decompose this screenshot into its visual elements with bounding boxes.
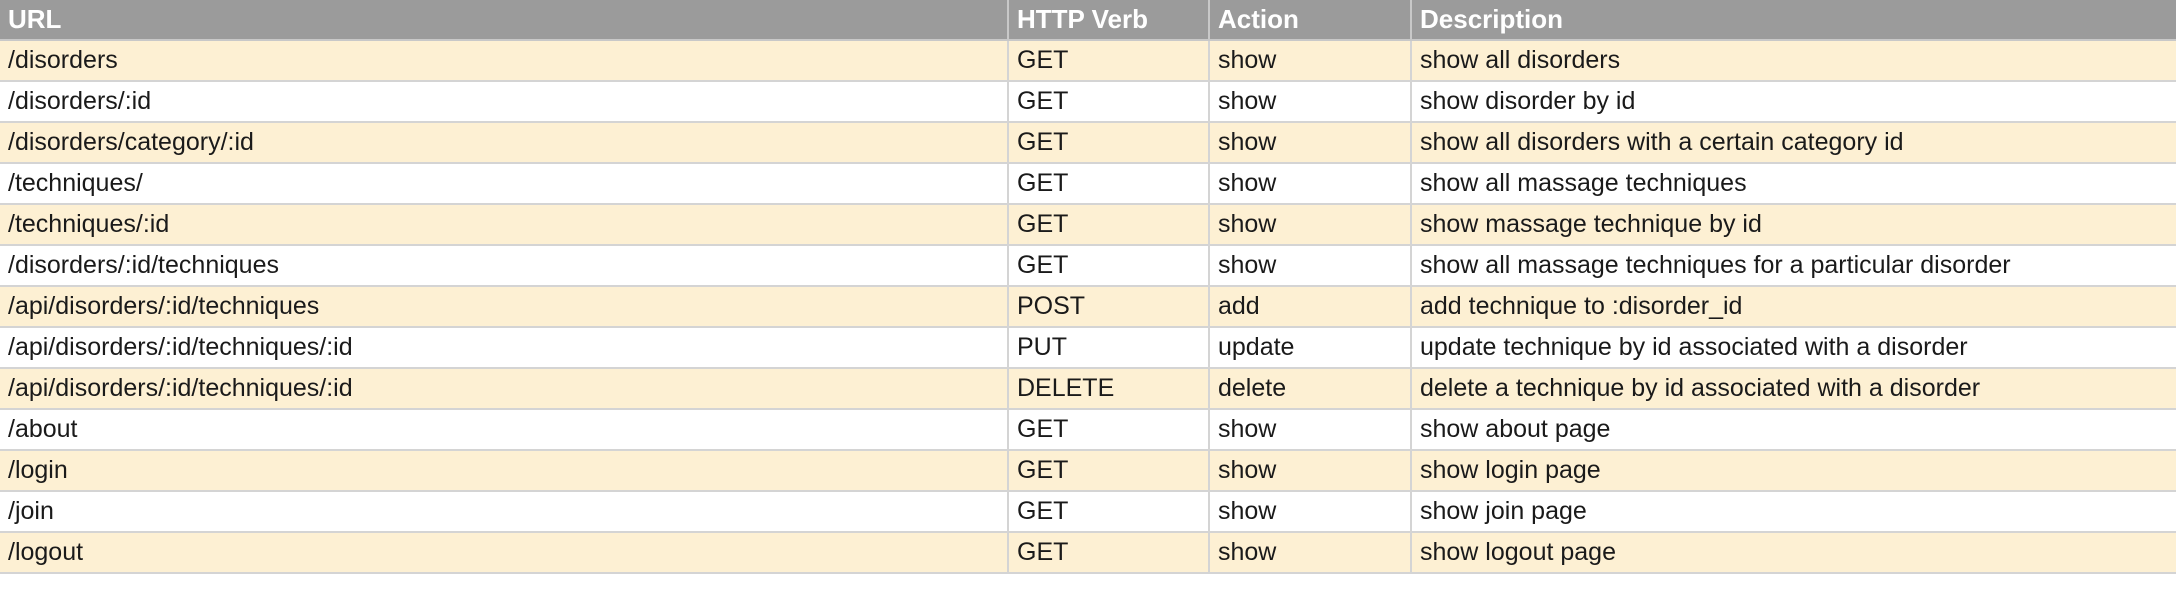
cell-url[interactable]: /disorders [0,40,1009,82]
column-header-action[interactable]: Action [1209,0,1412,41]
cell-action[interactable]: add [1209,286,1412,328]
cell-url[interactable]: /api/disorders/:id/techniques [0,286,1009,328]
table-row: /api/disorders/:id/techniques POST add a… [0,286,2176,328]
cell-action[interactable]: show [1209,40,1412,82]
cell-http-verb[interactable]: GET [1008,40,1210,82]
cell-description[interactable]: show all massage techniques for a partic… [1411,245,2176,287]
table-row: /api/disorders/:id/techniques/:id DELETE… [0,368,2176,410]
cell-http-verb[interactable]: GET [1008,204,1210,246]
cell-action[interactable]: show [1209,491,1412,533]
cell-http-verb[interactable]: POST [1008,286,1210,328]
cell-description[interactable]: show login page [1411,450,2176,492]
cell-description[interactable]: show massage technique by id [1411,204,2176,246]
cell-action[interactable]: show [1209,163,1412,205]
cell-http-verb[interactable]: GET [1008,81,1210,123]
cell-action[interactable]: show [1209,122,1412,164]
table-row: /disorders GET show show all disorders [0,40,2176,82]
cell-description[interactable]: show join page [1411,491,2176,533]
column-header-url[interactable]: URL [0,0,1009,41]
table-row: /disorders/category/:id GET show show al… [0,122,2176,164]
cell-url[interactable]: /about [0,409,1009,451]
cell-action[interactable]: delete [1209,368,1412,410]
table-row: /api/disorders/:id/techniques/:id PUT up… [0,327,2176,369]
cell-action[interactable]: show [1209,532,1412,574]
cell-url[interactable]: /disorders/:id [0,81,1009,123]
cell-url[interactable]: /logout [0,532,1009,574]
cell-url[interactable]: /disorders/category/:id [0,122,1009,164]
table-row: /about GET show show about page [0,409,2176,451]
table-row: /join GET show show join page [0,491,2176,533]
cell-http-verb[interactable]: GET [1008,491,1210,533]
cell-description[interactable]: show all disorders with a certain catego… [1411,122,2176,164]
cell-action[interactable]: show [1209,81,1412,123]
routes-table: URL HTTP Verb Action Description /disord… [0,0,2176,574]
cell-description[interactable]: show about page [1411,409,2176,451]
cell-url[interactable]: /techniques/:id [0,204,1009,246]
cell-url[interactable]: /login [0,450,1009,492]
cell-description[interactable]: show logout page [1411,532,2176,574]
table-body: /disorders GET show show all disorders /… [0,40,2176,574]
cell-action[interactable]: show [1209,450,1412,492]
cell-http-verb[interactable]: GET [1008,163,1210,205]
cell-http-verb[interactable]: PUT [1008,327,1210,369]
cell-http-verb[interactable]: DELETE [1008,368,1210,410]
cell-action[interactable]: show [1209,204,1412,246]
cell-http-verb[interactable]: GET [1008,532,1210,574]
cell-description[interactable]: show disorder by id [1411,81,2176,123]
table-row: /logout GET show show logout page [0,532,2176,574]
cell-description[interactable]: show all massage techniques [1411,163,2176,205]
table-row: /techniques/ GET show show all massage t… [0,163,2176,205]
cell-url[interactable]: /api/disorders/:id/techniques/:id [0,327,1009,369]
cell-description[interactable]: update technique by id associated with a… [1411,327,2176,369]
column-header-http-verb[interactable]: HTTP Verb [1008,0,1210,41]
table-header: URL HTTP Verb Action Description [0,0,2176,41]
cell-url[interactable]: /join [0,491,1009,533]
table-row: /disorders/:id GET show show disorder by… [0,81,2176,123]
cell-url[interactable]: /disorders/:id/techniques [0,245,1009,287]
cell-description[interactable]: add technique to :disorder_id [1411,286,2176,328]
cell-http-verb[interactable]: GET [1008,122,1210,164]
column-header-description[interactable]: Description [1411,0,2176,41]
table-row: /techniques/:id GET show show massage te… [0,204,2176,246]
cell-description[interactable]: show all disorders [1411,40,2176,82]
cell-url[interactable]: /api/disorders/:id/techniques/:id [0,368,1009,410]
cell-http-verb[interactable]: GET [1008,450,1210,492]
header-row: URL HTTP Verb Action Description [0,0,2176,41]
table-row: /disorders/:id/techniques GET show show … [0,245,2176,287]
cell-http-verb[interactable]: GET [1008,245,1210,287]
cell-action[interactable]: show [1209,245,1412,287]
table-row: /login GET show show login page [0,450,2176,492]
cell-url[interactable]: /techniques/ [0,163,1009,205]
cell-action[interactable]: update [1209,327,1412,369]
cell-http-verb[interactable]: GET [1008,409,1210,451]
cell-description[interactable]: delete a technique by id associated with… [1411,368,2176,410]
cell-action[interactable]: show [1209,409,1412,451]
